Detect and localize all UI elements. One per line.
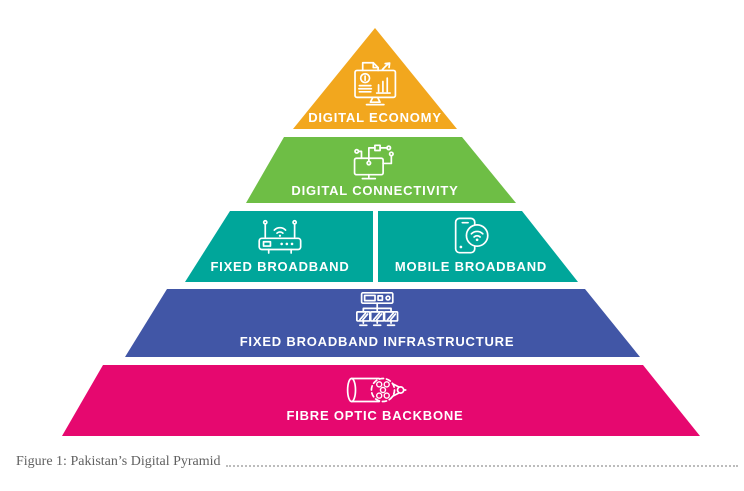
level-content: FIBRE OPTIC BACKBONE: [286, 375, 463, 423]
pyramid-level-fixed-broadband: FIXED BROADBAND: [185, 211, 373, 282]
pyramid-level-fibre-optic-backbone: FIBRE OPTIC BACKBONE: [62, 365, 700, 436]
tier-label-mobile-broadband: MOBILE BROADBAND: [394, 259, 548, 274]
wifi-router-icon: [256, 218, 305, 256]
server-network-icon: [354, 291, 399, 331]
level-content: FIXED BROADBAND: [210, 218, 349, 274]
pyramid-level-digital-economy: DIGITAL ECONOMY: [293, 28, 457, 129]
level-content: FIXED BROADBAND INFRASTRUCTURE: [240, 291, 515, 349]
smartphone-wifi-icon: [448, 216, 494, 256]
tier-label-fibre-optic-backbone: FIBRE OPTIC BACKBONE: [286, 408, 464, 423]
figure-caption-row: Figure 1: Pakistan’s Digital Pyramid: [16, 453, 738, 470]
pyramid-level-fixed-broadband-infrastructure: FIXED BROADBAND INFRASTRUCTURE: [125, 289, 640, 357]
fibre-optic-cable-icon: [344, 375, 406, 405]
figure-caption: Figure 1: Pakistan’s Digital Pyramid: [16, 454, 221, 469]
tier-label-digital-connectivity: DIGITAL CONNECTIVITY: [291, 183, 459, 198]
tier-label-fixed-broadband: FIXED BROADBAND: [210, 259, 350, 274]
level-content: DIGITAL ECONOMY: [308, 57, 442, 125]
pyramid-level-mobile-broadband: MOBILE BROADBAND: [378, 211, 578, 282]
tier-label-fixed-broadband-infrastructure: FIXED BROADBAND INFRASTRUCTURE: [239, 334, 515, 349]
pyramid-level-digital-connectivity: DIGITAL CONNECTIVITY: [246, 137, 516, 203]
level-content: DIGITAL CONNECTIVITY: [291, 140, 458, 198]
dotted-leader-line: [225, 465, 738, 467]
digital-economy-icon: [348, 57, 402, 107]
connected-monitor-circuit-icon: [352, 140, 397, 180]
tier-label-digital-economy: DIGITAL ECONOMY: [308, 110, 442, 125]
level-content: MOBILE BROADBAND: [395, 216, 547, 274]
